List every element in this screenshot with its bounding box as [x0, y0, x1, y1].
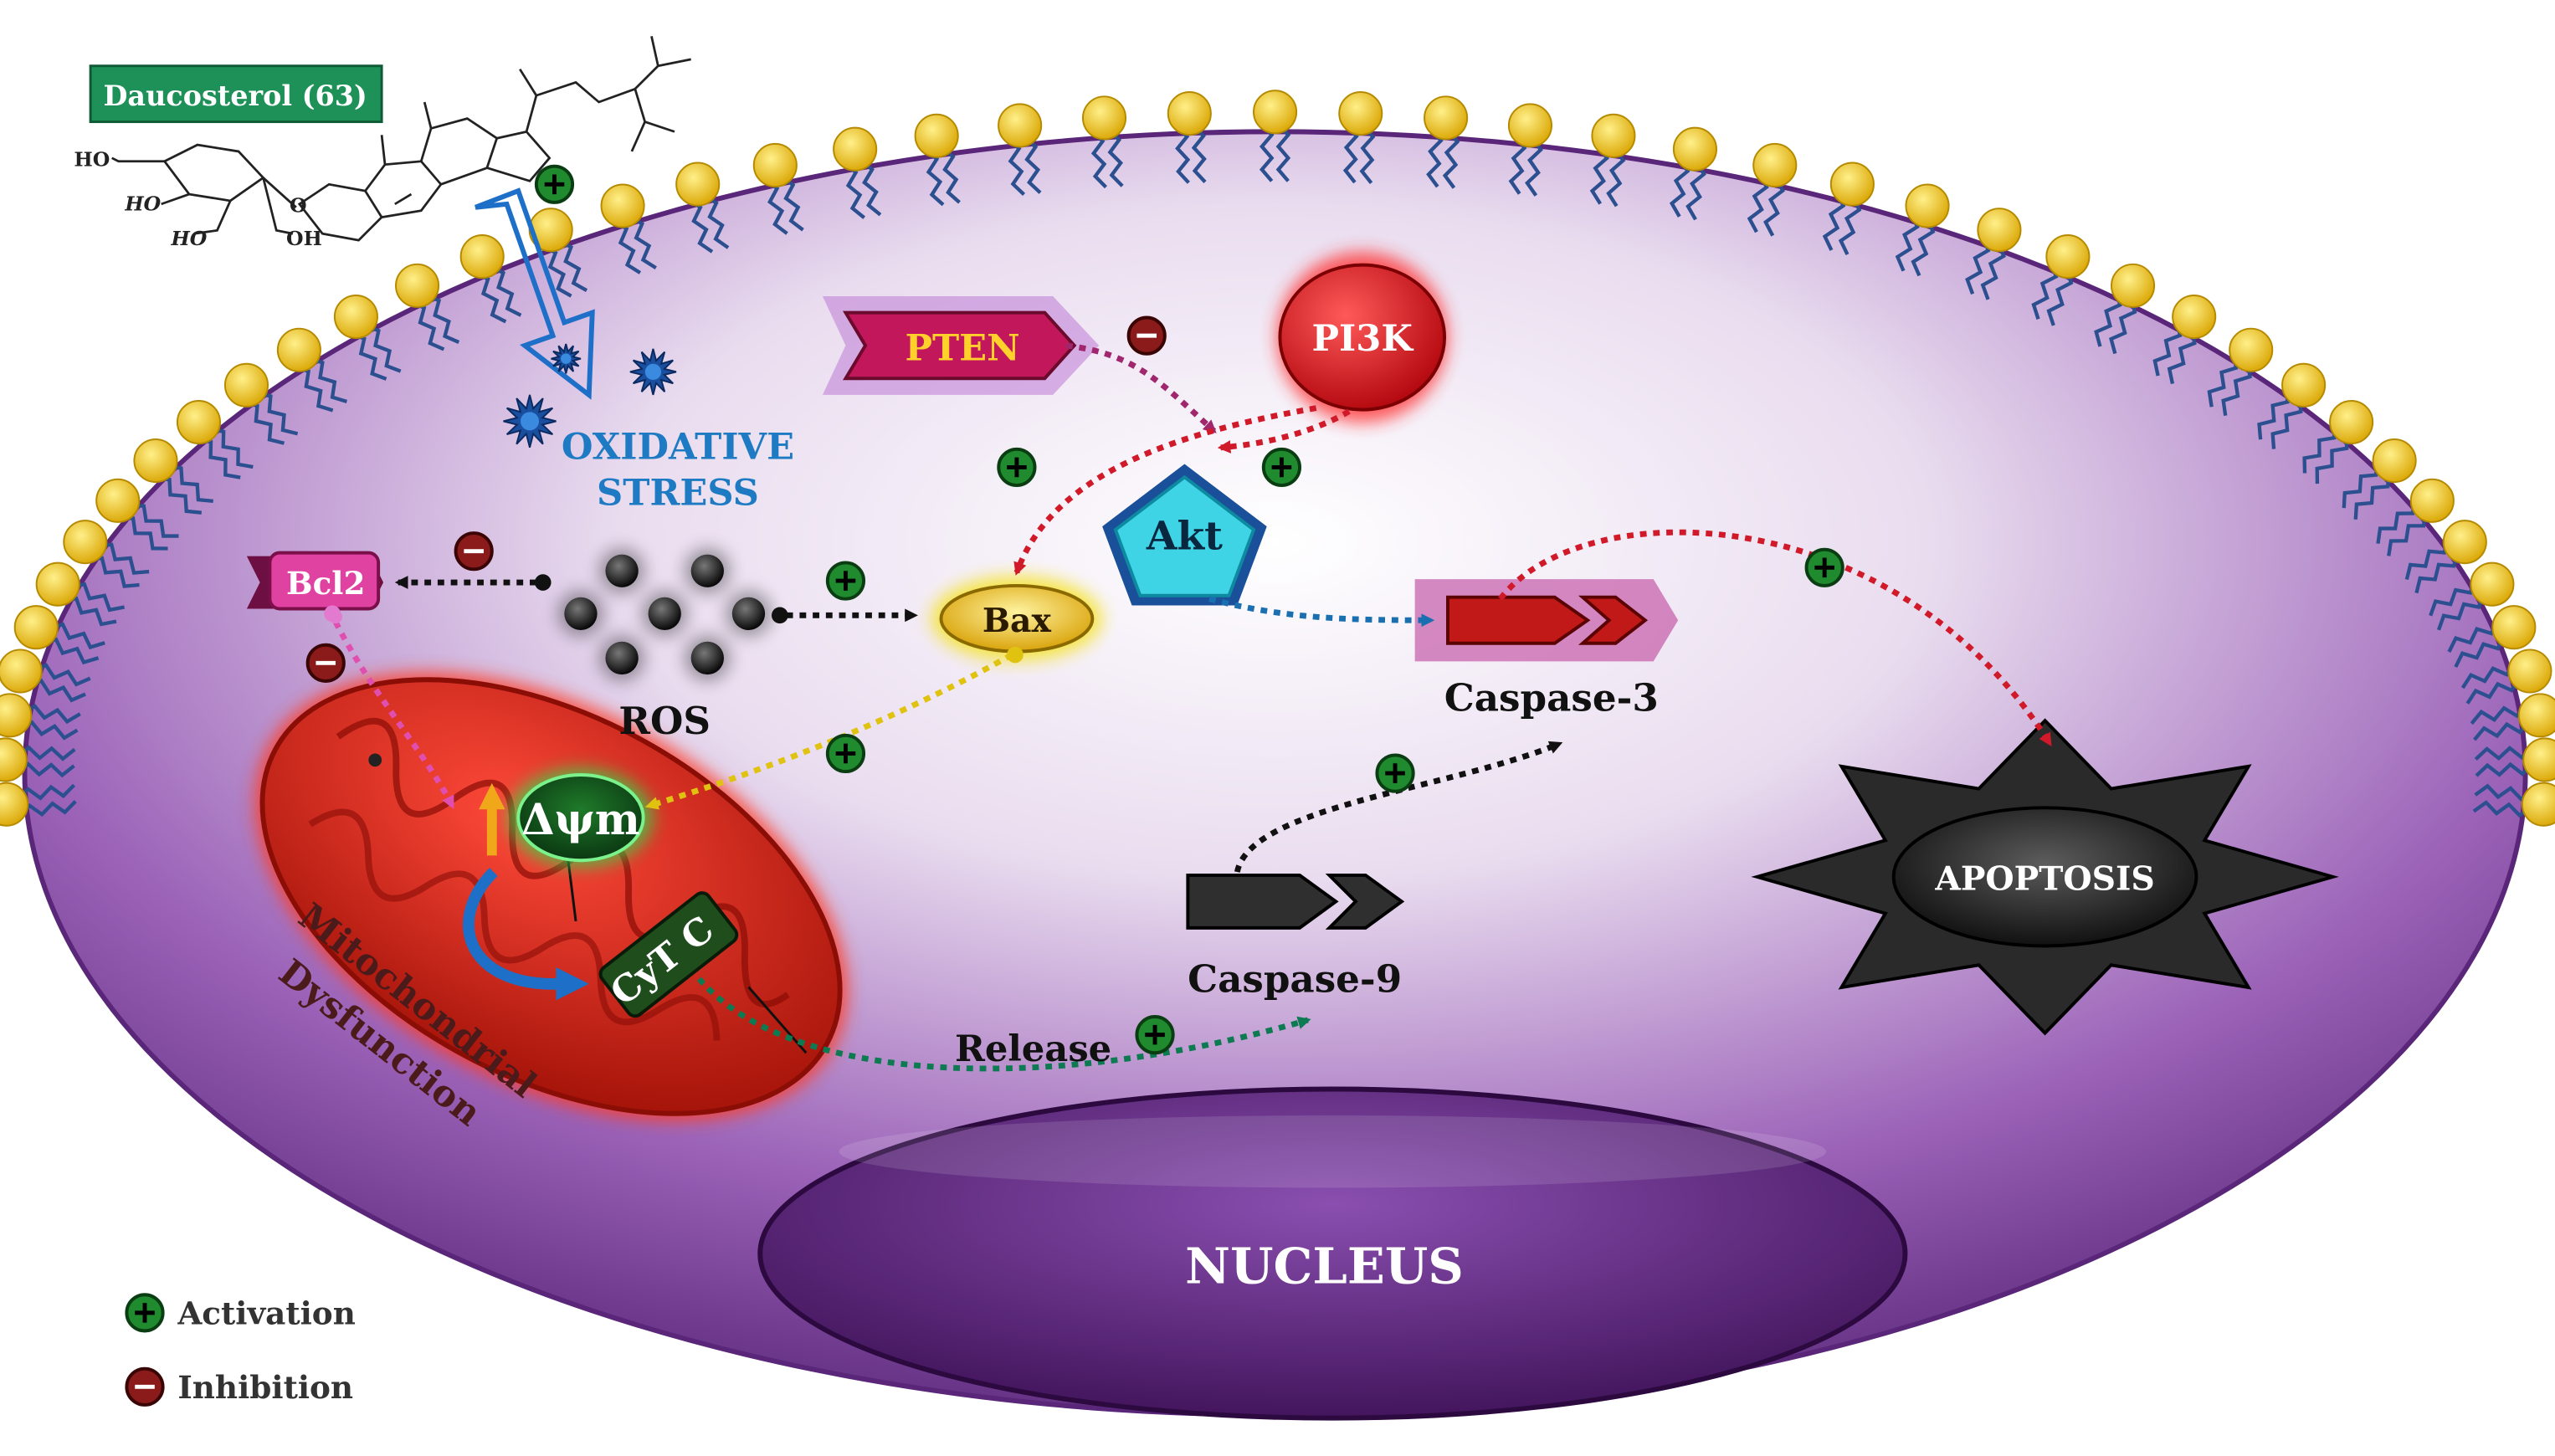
arrow-caspase9-caspase3 [1234, 741, 1563, 873]
legend-activation-icon [125, 1293, 165, 1333]
bax-node: Bax [931, 576, 1103, 662]
activation-plus-icon [1261, 447, 1302, 487]
activation-plus-icon [534, 164, 575, 204]
inhibition-minus-icon [1126, 315, 1167, 356]
daucosterol-box: Daucosterol (63) [89, 64, 383, 124]
arrow-caspase3-apoptosis [1498, 529, 2053, 746]
akt-label: Akt [1146, 514, 1223, 560]
structure-labels: HO HO HO OH O [74, 148, 321, 250]
arrows [332, 342, 2053, 1072]
caspase-3-node: Caspase-3 [1414, 579, 1679, 720]
nucleus: NUCLEUS [757, 1086, 1908, 1421]
nucleus-label: NUCLEUS [1185, 1237, 1464, 1295]
pten-node: PTEN [822, 295, 1100, 395]
pi3k-node: PI3K [1276, 251, 1448, 423]
arrow-bax-dpsi [644, 652, 1013, 810]
arrow-origin-dots [329, 574, 1024, 664]
arrow-pi3k-bax [1013, 405, 1317, 576]
svg-text:HO: HO [170, 227, 207, 250]
apoptosis-label: APOPTOSIS [1934, 860, 2154, 899]
arrow-pten-akt [1065, 342, 1217, 433]
ros-label: ROS [618, 699, 711, 743]
svg-text:OH: OH [286, 227, 322, 250]
arrow-akt-caspase3 [1208, 596, 1435, 628]
membrane-heads [0, 90, 2555, 827]
svg-text:HO: HO [124, 192, 161, 216]
daucosterol-structure [111, 36, 691, 242]
inhibition-signs [305, 315, 1167, 683]
activation-plus-icon [825, 733, 866, 774]
entry-arrow-icon [475, 187, 595, 400]
ros-star-icon [503, 343, 677, 449]
activation-signs [534, 164, 1844, 1055]
legend-inhibition-icon [125, 1366, 165, 1407]
delta-psi-node: Δψm [508, 768, 654, 868]
caspase-9-label: Caspase-9 [1188, 957, 1402, 1002]
legend: Activation Inhibition [125, 1293, 356, 1407]
ros-node [557, 547, 772, 681]
arrow-cytc-caspase9 [696, 977, 1311, 1072]
apoptosis-node: APOPTOSIS [1751, 718, 2339, 1036]
bcl2-label: Bcl2 [286, 565, 365, 602]
caspase-3-label: Caspase-3 [1444, 675, 1659, 720]
bcl2-node: Bcl2 [246, 551, 384, 623]
pten-label: PTEN [905, 327, 1019, 370]
delta-psi-label: Δψm [521, 795, 640, 845]
inhibition-minus-icon [454, 531, 494, 572]
akt-node: Akt [1102, 464, 1267, 606]
daucosterol-label: Daucosterol (63) [103, 79, 367, 112]
activation-plus-icon [997, 447, 1037, 487]
pi3k-label: PI3K [1312, 317, 1414, 360]
arrow-bcl2-mito [332, 620, 455, 809]
bax-label: Bax [982, 602, 1052, 640]
activation-plus-icon [825, 561, 866, 601]
legend-inhibition-label: Inhibition [177, 1369, 353, 1406]
oxidative-stress-line1: OXIDATIVE [562, 426, 794, 469]
release-label: Release [955, 1028, 1111, 1070]
activation-plus-icon [1804, 547, 1844, 587]
legend-activation-label: Activation [177, 1295, 356, 1332]
cycle-arrow-icon [463, 868, 589, 1001]
activation-plus-icon [1375, 753, 1415, 793]
arrow-pi3k-akt [1217, 408, 1351, 454]
activation-plus-icon [1135, 1015, 1175, 1055]
inhibition-minus-icon [305, 643, 346, 683]
caspase-9-node: Caspase-9 [1186, 873, 1405, 1002]
svg-text:O: O [290, 194, 307, 218]
oxidative-stress-line2: STRESS [597, 472, 759, 515]
svg-text:HO: HO [74, 148, 110, 172]
up-arrow-icon [479, 782, 505, 856]
